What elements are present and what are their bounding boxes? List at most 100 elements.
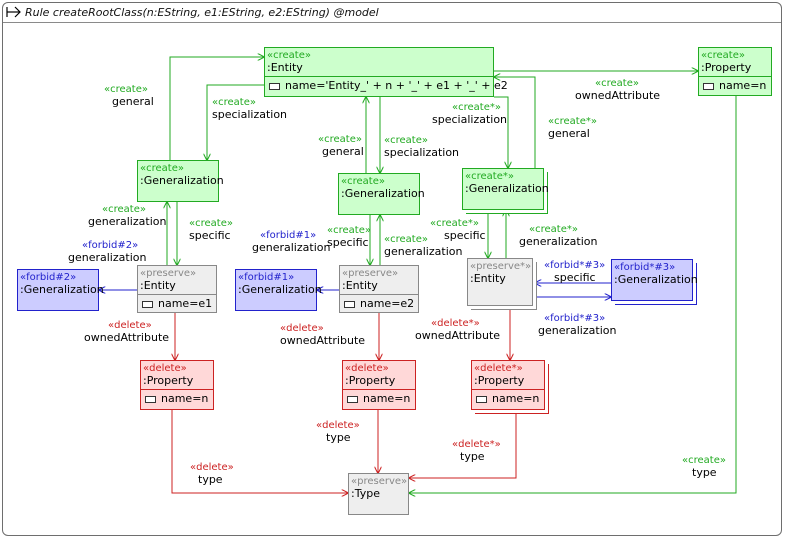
stereotype: «forbid*#3»: [614, 262, 676, 273]
stereotype: «preserve»: [351, 476, 408, 487]
node-name: :Entity: [140, 279, 176, 292]
label-specialization-1: «create» specialization: [212, 97, 287, 121]
edge-role: ownedAttribute: [280, 334, 366, 347]
edge-stereotype: «create»: [327, 225, 371, 236]
edge-stereotype: «delete»: [280, 323, 324, 334]
attribute-row: name=n: [141, 389, 213, 407]
label-general-3: «create*» general: [548, 116, 597, 140]
label-owned-attribute-top: «create» ownedAttribute: [575, 78, 660, 102]
attribute-row: name=e2: [340, 294, 418, 312]
edge-role: ownedAttribute: [84, 331, 170, 344]
attribute-text: name=n: [719, 79, 767, 92]
node-entity-main[interactable]: «create» :Entity name='Entity_' + n + '_…: [264, 47, 508, 97]
rule-title-bar: Rule createRootClass(n:EString, e1:EStri…: [3, 3, 781, 23]
edge-role: specialization: [212, 108, 288, 121]
attribute-icon: [347, 395, 358, 403]
edge-role: ownedAttribute: [575, 89, 661, 102]
node-entity-e2[interactable]: «preserve» :Entity name=e2: [339, 265, 419, 313]
node-entity-star[interactable]: «preserve*» :Entity: [467, 258, 533, 306]
node-property-delete-2[interactable]: «delete» :Property name=n: [342, 360, 416, 410]
edge-stereotype: «create»: [384, 135, 428, 146]
attribute-row: name='Entity_' + n + '_' + e1 + '_' + e2: [265, 76, 508, 94]
label-type-top: «create» type: [682, 455, 726, 479]
node-name: :Generalization: [238, 283, 322, 296]
node-name: :Entity: [342, 279, 378, 292]
node-name: :Generalization: [465, 182, 549, 195]
edge-specialization-3: [494, 96, 508, 168]
edge-stereotype: «forbid*#3»: [544, 260, 606, 271]
edge-role: specific: [189, 229, 231, 242]
node-property-delete-3[interactable]: «delete*» :Property name=n: [471, 360, 545, 410]
label-specialization-3: «create*» specialization: [432, 102, 507, 126]
edge-stereotype: «delete*»: [452, 439, 501, 450]
edge-stereotype: «delete*»: [431, 318, 480, 329]
node-generalization-3[interactable]: «create*» :Generalization: [462, 168, 549, 210]
label-generalization-g3: «create*» generalization: [519, 224, 597, 248]
node-property-top[interactable]: «create» :Property name=n: [698, 47, 772, 96]
label-specific-g2: «create» specific: [327, 225, 371, 249]
edge-role: generalization: [68, 251, 147, 264]
node-forbid2-generalization[interactable]: «forbid#2» :Generalization: [17, 269, 104, 311]
node-property-delete-1[interactable]: «delete» :Property name=n: [140, 360, 214, 410]
edge-stereotype: «create»: [189, 218, 233, 229]
edge-stereotype: «create»: [102, 204, 146, 215]
attribute-icon: [476, 395, 487, 403]
edge-role: specific: [327, 236, 369, 249]
edge-stereotype: «forbid#1»: [260, 230, 317, 241]
attribute-icon: [703, 82, 714, 90]
label-owned-attribute-1: «delete» ownedAttribute: [84, 320, 169, 344]
label-type-3: «delete*» type: [452, 439, 501, 463]
edge-role: specialization: [432, 113, 508, 126]
edge-stereotype: «create»: [104, 84, 148, 95]
stereotype: «create»: [701, 50, 745, 61]
attribute-row: name=e1: [138, 294, 216, 312]
stereotype: «delete»: [345, 363, 389, 374]
node-generalization-1[interactable]: «create» :Generalization: [137, 160, 224, 202]
node-forbid1-generalization[interactable]: «forbid#1» :Generalization: [235, 269, 322, 311]
node-name: :Generalization: [341, 187, 425, 200]
attribute-text: name=n: [492, 392, 540, 405]
edge-role: generalization: [252, 241, 331, 254]
attribute-icon: [344, 300, 355, 308]
stereotype: «preserve»: [342, 268, 399, 279]
label-type-2: «delete» type: [316, 420, 360, 444]
edge-role: specialization: [384, 146, 460, 159]
node-name: :Entity: [470, 272, 506, 285]
label-forbid3-specific: «forbid*#3» specific: [544, 260, 605, 284]
edge-role: general: [322, 145, 364, 158]
edge-role: type: [692, 466, 717, 479]
label-forbid2-generalization: «forbid#2» generalization: [68, 240, 146, 264]
edge-stereotype: «delete»: [316, 420, 360, 431]
edge-type-1: [171, 410, 348, 493]
node-name: :Property: [701, 61, 752, 74]
node-forbid3-generalization[interactable]: «forbid*#3» :Generalization: [611, 259, 698, 301]
attribute-row: name=n: [343, 389, 415, 407]
label-general-1: «create» general: [104, 84, 154, 108]
node-entity-e1[interactable]: «preserve» :Entity name=e1: [137, 265, 217, 313]
node-type[interactable]: «preserve» :Type: [348, 473, 409, 515]
edge-role: ownedAttribute: [415, 329, 501, 342]
edge-stereotype: «forbid*#3»: [544, 313, 606, 324]
rule-title: Rule createRootClass(n:EString, e1:EStri…: [25, 6, 379, 19]
stereotype: «create»: [140, 163, 184, 174]
node-name: :Entity: [267, 61, 303, 74]
node-name: :Property: [143, 374, 194, 387]
attribute-text: name='Entity_' + n + '_' + e1 + '_' + e2: [285, 79, 508, 92]
label-generalization-g2: «create» generalization: [384, 234, 462, 258]
edge-stereotype: «create*»: [529, 224, 578, 235]
node-name: :Generalization: [140, 174, 224, 187]
node-name: :Generalization: [614, 273, 698, 286]
attribute-text: name=n: [363, 392, 411, 405]
edge-type-top: [409, 96, 737, 493]
node-name: :Property: [474, 374, 525, 387]
stereotype: «preserve»: [140, 268, 197, 279]
node-generalization-2[interactable]: «create» :Generalization: [338, 173, 425, 215]
stereotype: «create»: [341, 176, 385, 187]
node-name: :Generalization: [20, 283, 104, 296]
stereotype: «delete»: [143, 363, 187, 374]
edge-role: specific: [444, 229, 486, 242]
rule-arrow-icon: [6, 6, 21, 18]
edge-stereotype: «create»: [318, 134, 362, 145]
attribute-icon: [269, 82, 280, 90]
